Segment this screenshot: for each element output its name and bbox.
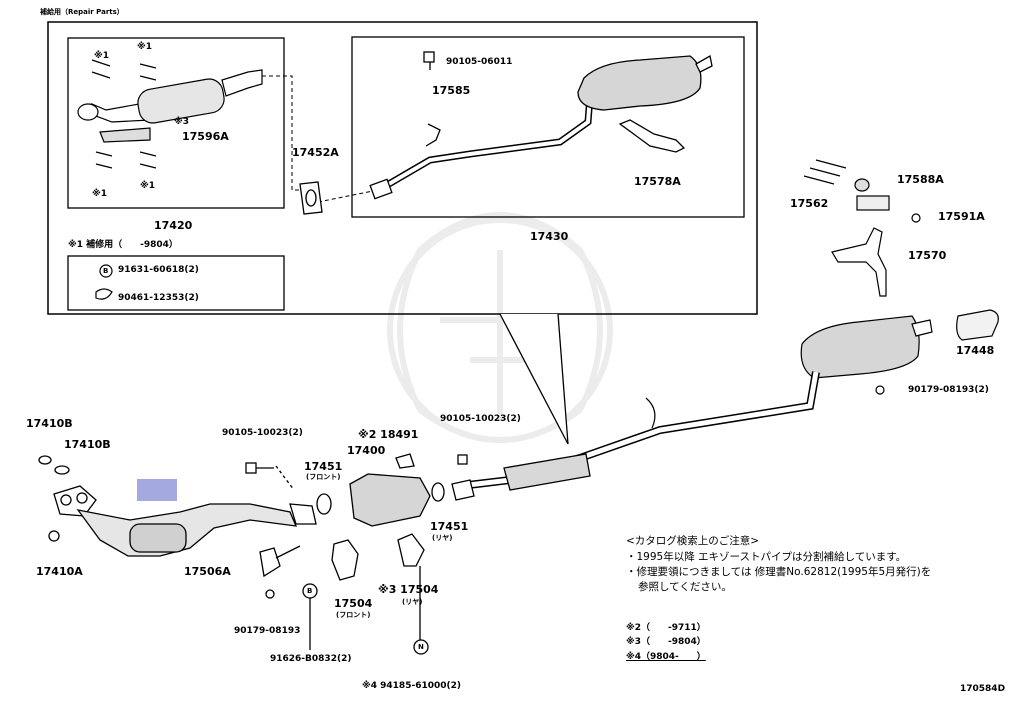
mark-3: ※3 [174,117,190,127]
mark-1a: ※1 [94,51,110,61]
front-tag-2: (フロント) [336,611,371,619]
pipe-17420 [77,59,263,169]
box-17430 [351,36,745,218]
notes-line3: 参照してください。 [638,581,732,593]
notes-line1: ・1995年以降 エキゾーストパイプは分割補給しています。 [626,551,907,563]
mark-1c: ※1 [92,189,108,199]
notes-title: <カタログ検索上のご注意> [626,535,760,547]
circle-n: N [418,643,424,651]
highlight-marker [137,479,177,501]
rear-tag: (リヤ) [432,534,453,542]
label-17504-front[interactable]: 17504 [334,597,373,610]
label-17420[interactable]: 17420 [154,219,193,232]
label-17400[interactable]: 17400 [347,444,386,457]
repair-parts-frame [47,21,758,315]
diagram-id: 170584D [960,684,1006,694]
label-90105-left[interactable]: 90105-10023(2) [222,428,303,438]
mark-1d: ※1 [140,181,156,191]
gasket-17452A [299,181,323,215]
front-tag: (フロント) [306,473,341,481]
pipe-17430 [369,51,713,200]
rear-tag-2: (リヤ) [402,598,423,606]
label-91631[interactable]: 91631-60618(2) [118,265,199,275]
label-17451-front[interactable]: 17451 [304,460,343,473]
label-90105-right[interactable]: 90105-10023(2) [440,414,521,424]
notes-line2: ・修理要領につきましては 修理書No.62812(1995年5月発行)を [626,566,932,578]
label-17410B-2[interactable]: 17410B [64,438,111,451]
label-90461[interactable]: 90461-12353(2) [118,293,199,303]
repair-parts-heading: 補給用（Repair Parts） [40,8,124,16]
box-17420 [67,37,285,209]
label-90179-right[interactable]: 90179-08193(2) [908,385,989,395]
circle-b-kit: B [103,267,109,275]
label-17430[interactable]: 17430 [530,230,569,243]
label-17452A[interactable]: 17452A [292,146,339,159]
label-17506A[interactable]: 17506A [184,565,231,578]
label-90179-left[interactable]: 90179-08193 [234,626,301,636]
label-17448[interactable]: 17448 [956,344,995,357]
repair-kit-note: ※1 補修用（ -9804） [68,240,178,250]
right-parts-art [800,159,999,395]
label-94185[interactable]: ※4 94185-61000(2) [362,681,461,691]
label-17570[interactable]: 17570 [908,249,947,262]
label-91626[interactable]: 91626-B0832(2) [270,654,352,664]
label-17451-rear[interactable]: 17451 [430,520,469,533]
label-17585[interactable]: 17585 [432,84,471,97]
circle-b-main: B [307,587,313,595]
label-90105-06011[interactable]: 90105-06011 [446,57,513,67]
main-pipe [459,371,820,491]
label-17596A[interactable]: 17596A [182,130,229,143]
center-parts-art [245,453,475,655]
label-17410A[interactable]: 17410A [36,565,83,578]
label-17578A[interactable]: 17578A [634,175,681,188]
label-17410B-1[interactable]: 17410B [26,417,73,430]
label-17562[interactable]: 17562 [790,197,829,210]
label-17588A[interactable]: 17588A [897,173,944,186]
repair-kit-icons [95,264,113,300]
legend-r3: ※3（ -9804） [626,637,706,647]
label-17591A[interactable]: 17591A [938,210,985,223]
legend-r2: ※2（ -9711） [626,623,706,633]
label-17504-rear[interactable]: ※3 17504 [378,583,439,596]
watermark-emblem [387,212,613,443]
callout-pointer [499,313,569,445]
box-repair-kit [67,255,285,311]
legend-r4: ※4（9804- ） [626,652,706,662]
front-pipe-art [38,455,317,557]
label-18491[interactable]: ※2 18491 [358,428,419,441]
mark-1b: ※1 [137,42,153,52]
